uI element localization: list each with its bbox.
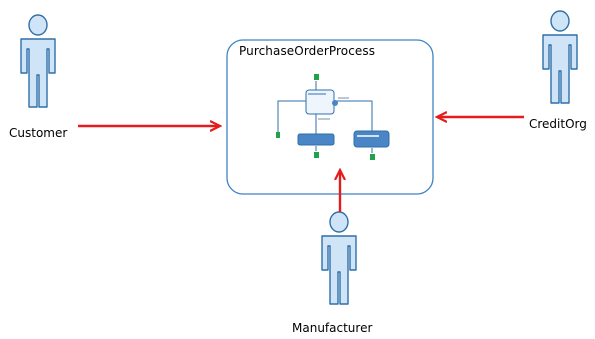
actor-creditorg-figure[interactable] (542, 10, 578, 104)
actor-creditorg-label: CreditOrg (529, 117, 587, 131)
process-title: PurchaseOrderProcess (239, 44, 376, 58)
actor-customer-figure[interactable] (20, 14, 56, 108)
actor-manufacturer-figure[interactable] (321, 211, 357, 305)
process-thumbnail (276, 74, 390, 160)
actor-manufacturer-label: Manufacturer (292, 321, 373, 335)
process-node-right (353, 130, 390, 148)
actor-customer-label: Customer (9, 126, 68, 140)
process-node-left (297, 133, 335, 146)
process-box[interactable] (226, 39, 434, 195)
